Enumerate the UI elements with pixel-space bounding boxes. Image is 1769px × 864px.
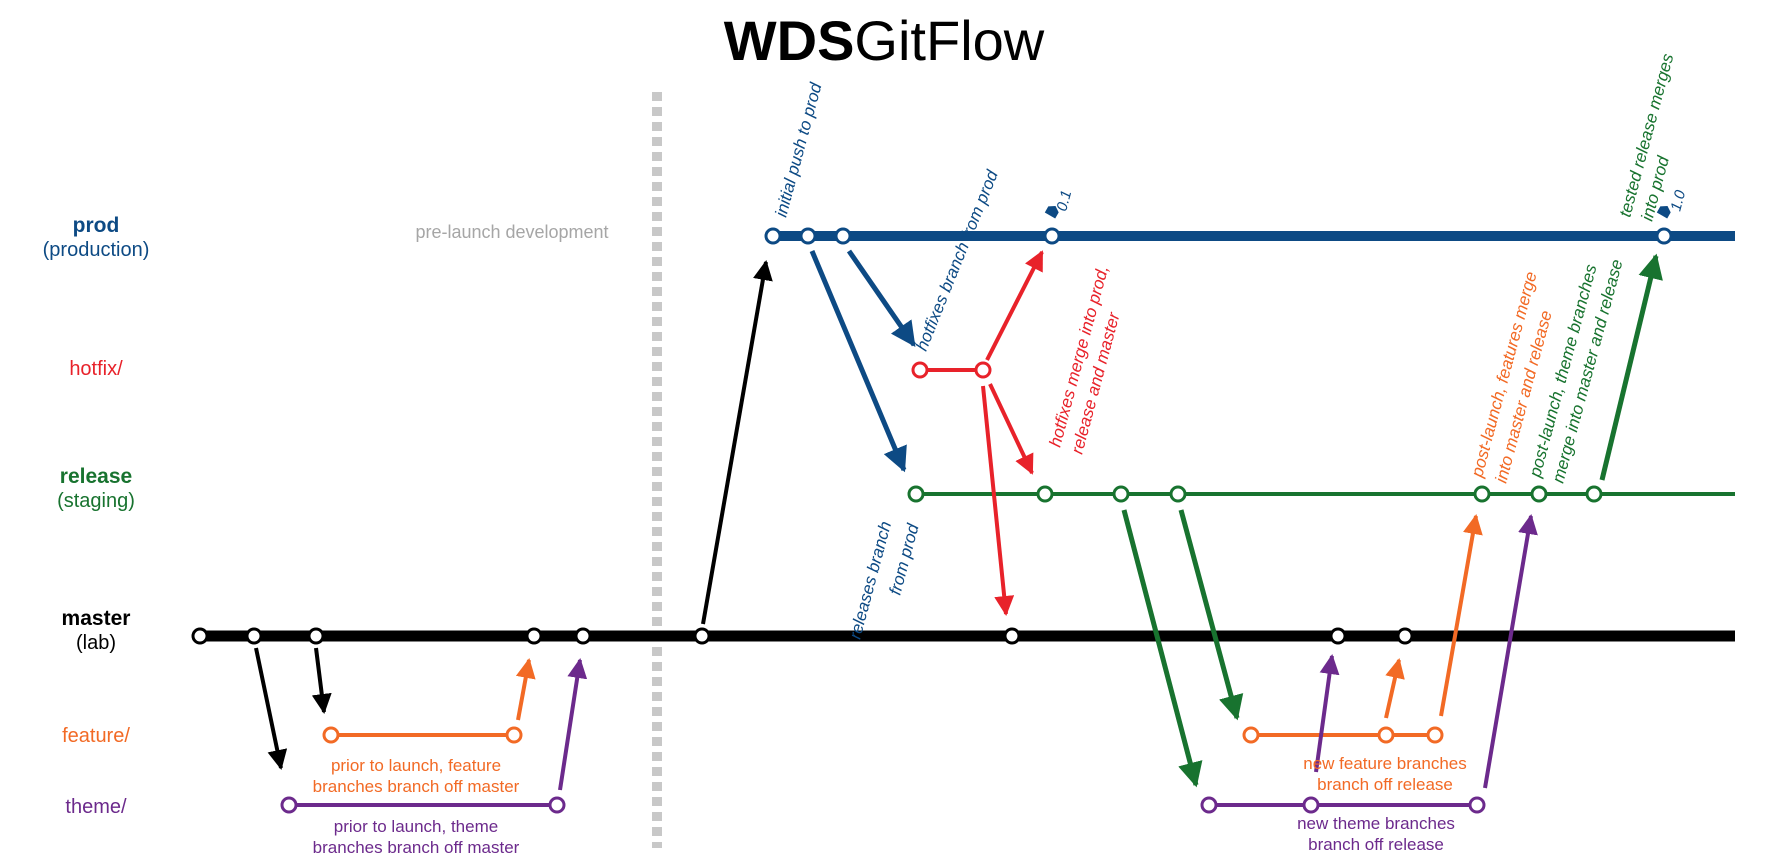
caption-theme-new-1: new theme branches (1297, 814, 1455, 833)
tag-icon (1044, 205, 1059, 219)
lane-release-sub: (staging) (57, 490, 135, 512)
arrow-release-to-feature (1178, 509, 1244, 721)
arrow-hotfix-to-release (988, 383, 1034, 475)
commit-node (1302, 796, 1320, 814)
lane-prod-sub: (production) (43, 239, 150, 261)
caption-theme-prelaunch-2: branches branch off master (313, 838, 520, 857)
arrow-feature-to-release (1439, 514, 1483, 717)
arrow-theme-to-master-post (1314, 654, 1340, 773)
arrow-release-to-prod (1599, 253, 1663, 481)
commit-node (1585, 485, 1603, 503)
diagram-title: WDSGitFlow (724, 9, 1045, 72)
arrow-master-to-feature (311, 647, 332, 714)
lane-labels: prod (production) hotfix/ release (stagi… (43, 214, 150, 818)
commit-node (1200, 796, 1218, 814)
caption-feature-prelaunch-1: prior to launch, feature (331, 756, 501, 775)
tag-icon (1656, 205, 1671, 219)
commit-node (693, 627, 711, 645)
arrow-hotfix-to-prod (985, 250, 1044, 361)
arrow-master-to-theme (254, 647, 288, 770)
commit-node (525, 627, 543, 645)
commit-node (548, 796, 566, 814)
caption-feature-new-1: new feature branches (1303, 754, 1467, 773)
commit-node (1036, 485, 1054, 503)
commit-node (974, 361, 992, 379)
arrow-feature-to-master-post (1384, 658, 1405, 719)
commit-node (280, 796, 298, 814)
commit-node (1242, 726, 1260, 744)
lane-prod-name: prod (73, 214, 120, 237)
commit-node (1112, 485, 1130, 503)
commit-node (1377, 726, 1395, 744)
arrow-prod-to-release (809, 250, 907, 473)
arrow-prod-to-hotfix (846, 249, 917, 348)
commit-node (1468, 796, 1486, 814)
annotations: initial push to prod hotfixes branch fro… (772, 51, 1678, 641)
arrow-release-to-theme (1121, 509, 1203, 788)
lane-theme-name: theme/ (65, 796, 127, 818)
caption-theme-new-2: branch off release (1308, 835, 1444, 854)
arrow-theme-to-release (1483, 514, 1538, 789)
tag-label: 0.1 (1053, 188, 1075, 213)
arrow-initial-push (701, 260, 773, 625)
commit-node (1426, 726, 1444, 744)
commit-node (1169, 485, 1187, 503)
annotation-hotfixes-branch: hotfixes branch from prod (912, 167, 1002, 353)
merge-arrows (254, 249, 1663, 791)
commit-node (322, 726, 340, 744)
captions: prior to launch, feature branches branch… (313, 754, 1467, 857)
caption-feature-new-2: branch off release (1317, 775, 1453, 794)
commit-node (1043, 227, 1061, 245)
commit-node (1329, 627, 1347, 645)
lane-release-name: release (60, 465, 132, 488)
commit-node (307, 627, 325, 645)
arrow-hotfix-to-master (981, 385, 1015, 616)
commit-node (911, 361, 929, 379)
commit-node (191, 627, 209, 645)
caption-feature-prelaunch-2: branches branch off master (313, 777, 520, 796)
lane-master-name: master (62, 607, 131, 630)
annotation-initial-push: initial push to prod (772, 80, 826, 219)
commit-node (245, 627, 263, 645)
commit-node (1530, 485, 1548, 503)
prelaunch-label: pre-launch development (415, 222, 608, 242)
arrow-feature-to-master (515, 658, 536, 721)
commit-node (1655, 227, 1673, 245)
commit-node (764, 227, 782, 245)
commit-node (1473, 485, 1491, 503)
commit-nodes (191, 227, 1673, 814)
version-tag-1-0: 1.0 (1656, 188, 1689, 219)
caption-theme-prelaunch-1: prior to launch, theme (334, 817, 498, 836)
lane-hotfix-name: hotfix/ (69, 358, 123, 380)
commit-node (574, 627, 592, 645)
lane-feature-name: feature/ (62, 725, 130, 747)
commit-node (907, 485, 925, 503)
version-tag-0-1: 0.1 (1044, 188, 1075, 219)
commit-node (834, 227, 852, 245)
commit-node (1396, 627, 1414, 645)
commit-node (1003, 627, 1021, 645)
tag-label: 1.0 (1667, 188, 1689, 213)
arrow-theme-to-master (558, 658, 588, 791)
commit-node (505, 726, 523, 744)
commit-node (799, 227, 817, 245)
lane-master-sub: (lab) (76, 632, 116, 654)
